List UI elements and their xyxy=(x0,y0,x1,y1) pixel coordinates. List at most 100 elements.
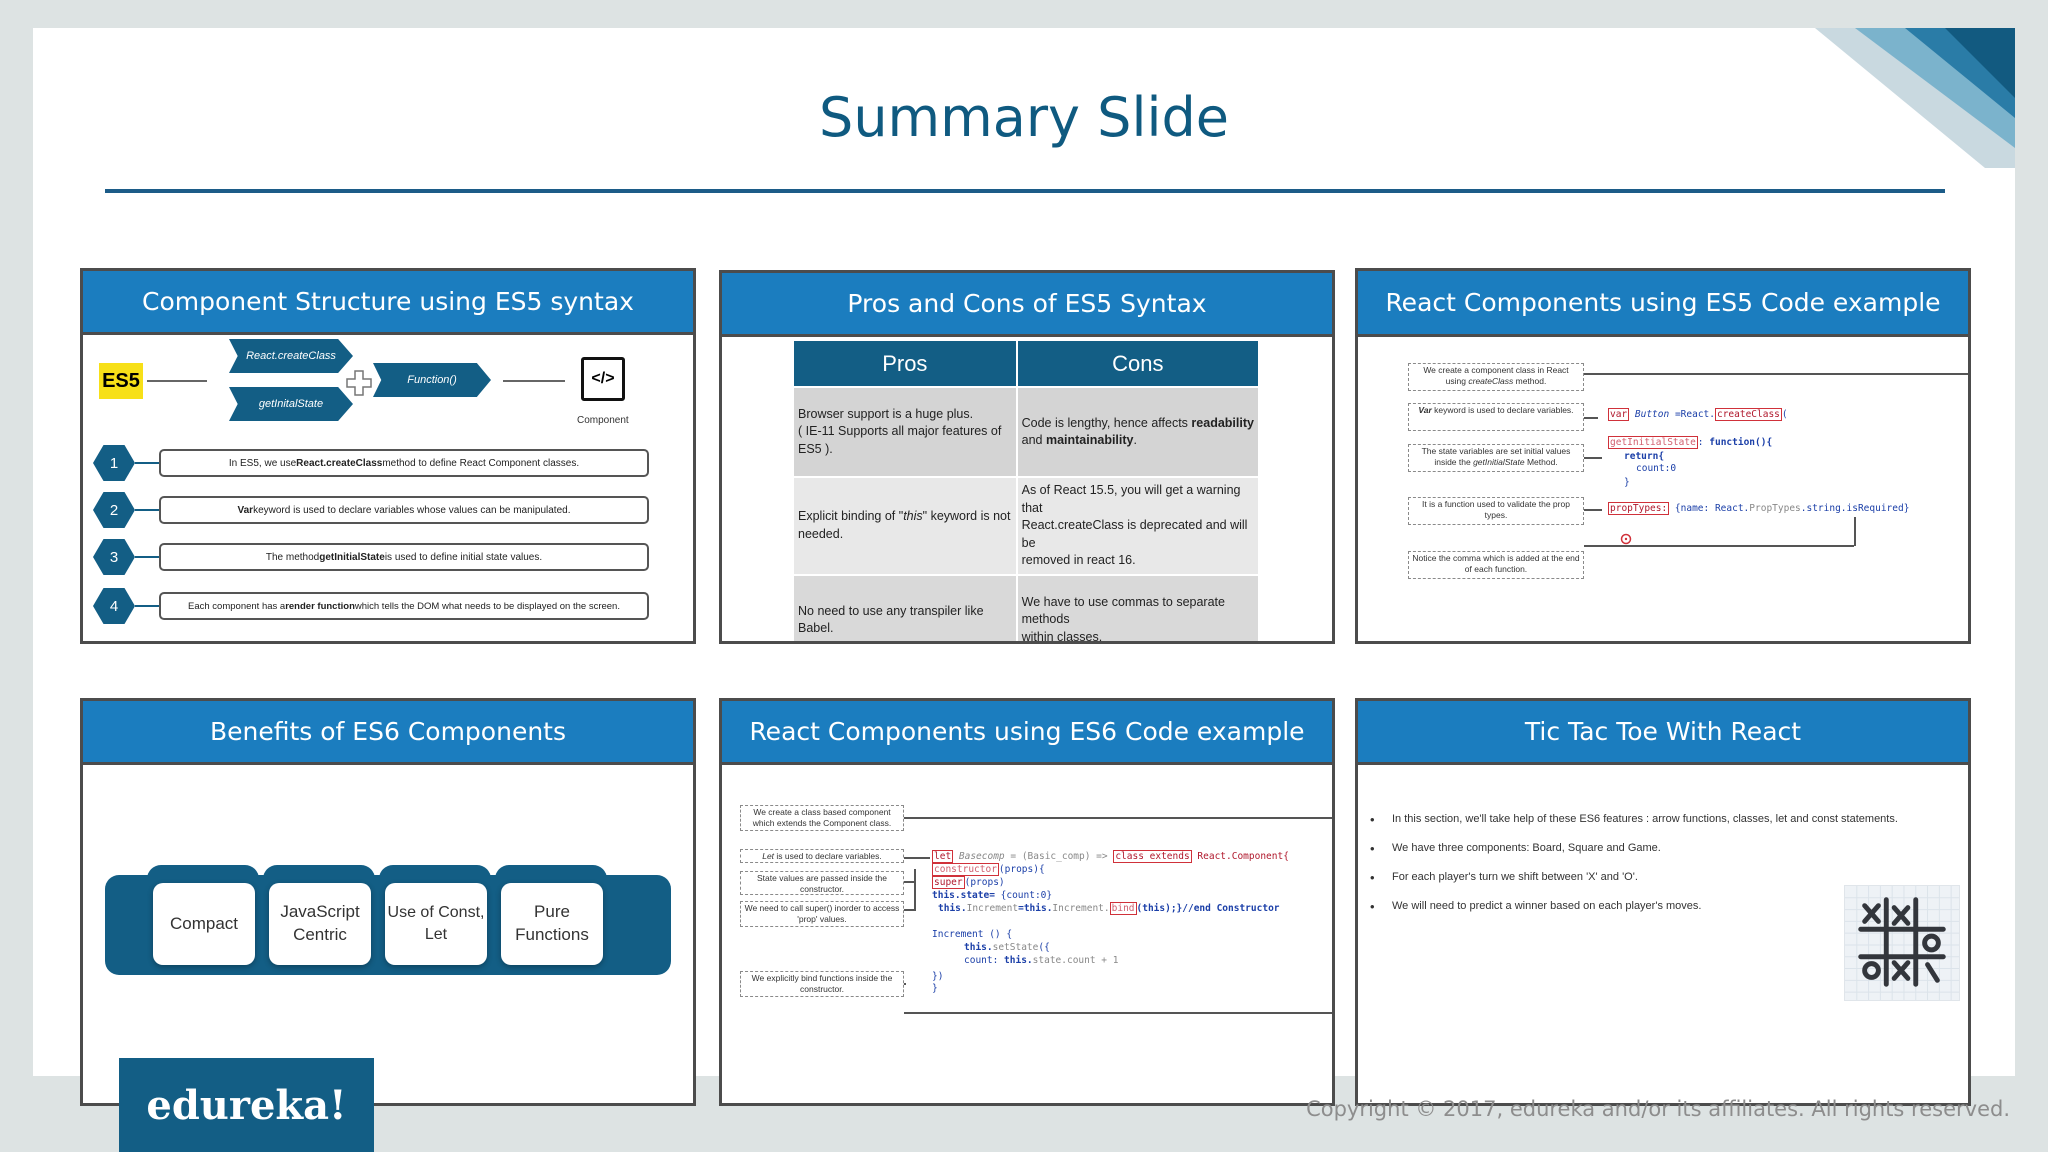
text: which tells the DOM what needs to be dis… xyxy=(354,600,620,612)
con-cell: We have to use commas to separate method… xyxy=(1016,573,1261,641)
code-text: .string.isRequired} xyxy=(1800,503,1910,514)
bold-text: render function xyxy=(285,600,355,612)
table-header-row: Pros Cons xyxy=(794,341,1261,387)
benefit-card: Compact xyxy=(153,883,255,965)
panel-header: React Components using ES5 Code example xyxy=(1358,271,1968,337)
code-text: =this. xyxy=(1018,903,1053,914)
code-text: Increment xyxy=(966,903,1019,914)
code-line: constructor(props){ xyxy=(932,863,1045,876)
code-line: this.setState({ xyxy=(964,942,1050,953)
code-text: count: xyxy=(964,955,1005,966)
code-text: = (Basic_comp) => xyxy=(1004,851,1114,862)
connector-line xyxy=(914,869,916,909)
panel-header: React Components using ES6 Code example xyxy=(722,701,1332,765)
code-keyword: class extends xyxy=(1113,850,1192,863)
panel-body: In this section, we'll take help of thes… xyxy=(1358,765,1968,1103)
code-line: count:0 xyxy=(1636,463,1677,474)
text: Each component has a xyxy=(188,600,286,612)
hex-connector xyxy=(135,462,159,464)
code-text: (props){ xyxy=(998,864,1045,875)
connector-line xyxy=(1584,509,1602,511)
hex-connector xyxy=(135,605,159,607)
hex-connector xyxy=(135,556,159,558)
title-rule xyxy=(105,189,1945,193)
list-item: 2 Var keyword is used to declare variabl… xyxy=(93,492,649,528)
annotation-note: We need to call super() inorder to acces… xyxy=(740,901,904,927)
annotation-note: We create a class based component which … xyxy=(740,805,904,831)
text: keyword is used to declare variables who… xyxy=(253,504,571,516)
bullet-list: In this section, we'll take help of thes… xyxy=(1370,812,1898,929)
panel-pros-cons-es5: Pros and Cons of ES5 Syntax Pros Cons Br… xyxy=(719,270,1335,644)
connector-line xyxy=(904,817,1332,819)
panel-body: Compact JavaScript Centric Use of Const,… xyxy=(83,765,693,1103)
pro-cell: No need to use any transpiler like Babel… xyxy=(794,573,1018,641)
text: method to define React Component classes… xyxy=(382,457,580,469)
step-number: 4 xyxy=(93,588,135,624)
step-text: The method getInitialState is used to de… xyxy=(159,543,649,571)
code-text: Increment. xyxy=(1052,903,1110,914)
panel-es5-component-structure: Component Structure using ES5 syntax ES5… xyxy=(80,268,696,644)
code-text: (props) xyxy=(964,877,1005,888)
text: In ES5, we use xyxy=(228,457,297,469)
panel-es5-code-example: React Components using ES5 Code example … xyxy=(1355,268,1971,644)
step-number: 3 xyxy=(93,539,135,575)
italic-text: getInitialState xyxy=(1473,456,1525,467)
code-line: var Button =React.createClass( xyxy=(1608,408,1788,421)
connector-line xyxy=(904,881,914,883)
text: method. xyxy=(1513,375,1547,386)
list-item: In this section, we'll take help of thes… xyxy=(1370,812,1898,827)
annotation-note: Var keyword is used to declare variables… xyxy=(1408,403,1584,431)
text: and xyxy=(1021,433,1043,447)
bold-text: Var xyxy=(237,504,254,516)
code-keyword: var xyxy=(1608,408,1630,421)
con-cell: Code is lengthy, hence affects readabili… xyxy=(1016,386,1261,477)
code-text: Basecomp xyxy=(953,851,1005,862)
code-keyword: super xyxy=(932,876,965,889)
text: Method. xyxy=(1524,456,1558,467)
pro-cell: Browser support is a huge plus. ( IE-11 … xyxy=(794,386,1018,477)
code-line: this.state= {count:0} xyxy=(932,890,1052,901)
connector-line xyxy=(1584,457,1602,459)
text: . xyxy=(1133,433,1137,447)
table-row: Explicit binding of "this" keyword is no… xyxy=(794,476,1261,575)
function-tag: Function() xyxy=(373,363,491,397)
copyright-text: Copyright © 2017, edureka and/or its aff… xyxy=(1306,1097,2010,1121)
pro-cell: Explicit binding of "this" keyword is no… xyxy=(794,476,1018,575)
code-line: getInitialState: function(){ xyxy=(1608,436,1772,449)
text: inside the xyxy=(1434,456,1474,467)
con-cell: As of React 15.5, you will get a warning… xyxy=(1016,476,1261,575)
panel-es6-code-example: React Components using ES6 Code example … xyxy=(719,698,1335,1106)
create-class-tag: React.createClass xyxy=(229,339,353,373)
edureka-logo: edureka! xyxy=(119,1058,374,1152)
pros-header: Pros xyxy=(794,341,1018,387)
code-line: } xyxy=(932,983,938,994)
panel-header: Benefits of ES6 Components xyxy=(83,701,693,765)
code-keyword: let xyxy=(932,850,954,863)
annotation-note: It is a function used to validate the pr… xyxy=(1408,497,1584,525)
text: " keyword is not needed. xyxy=(798,509,1011,541)
connector-line xyxy=(1584,417,1598,419)
code-text: this. xyxy=(964,942,993,953)
tic-tac-toe-icon xyxy=(1844,885,1960,1001)
step-text: In ES5, we use React.createClass method … xyxy=(159,449,649,477)
code-text: PropTypes xyxy=(1749,503,1801,514)
code-line: count: this.state.count + 1 xyxy=(964,955,1118,966)
italic-text: this xyxy=(903,509,923,524)
table-row: No need to use any transpiler like Babel… xyxy=(794,573,1261,641)
panel-body: We create a class based component which … xyxy=(722,765,1332,1103)
code-text: Button xyxy=(1629,409,1675,420)
text: is used to declare variables. xyxy=(774,851,882,861)
connector-line xyxy=(904,857,930,859)
benefit-card: JavaScript Centric xyxy=(269,883,371,965)
connector-line xyxy=(1584,373,1968,375)
text: using xyxy=(1445,375,1469,386)
code-text: setState xyxy=(992,942,1039,953)
text: The state variables are set initial valu… xyxy=(1421,446,1571,456)
connector-line xyxy=(904,1012,1332,1014)
code-text: : xyxy=(1697,437,1710,448)
slide: Summary Slide Component Structure using … xyxy=(33,28,2015,1106)
annotation-note: State values are passed inside the const… xyxy=(740,871,904,895)
panel-header: Pros and Cons of ES5 Syntax xyxy=(722,273,1332,337)
